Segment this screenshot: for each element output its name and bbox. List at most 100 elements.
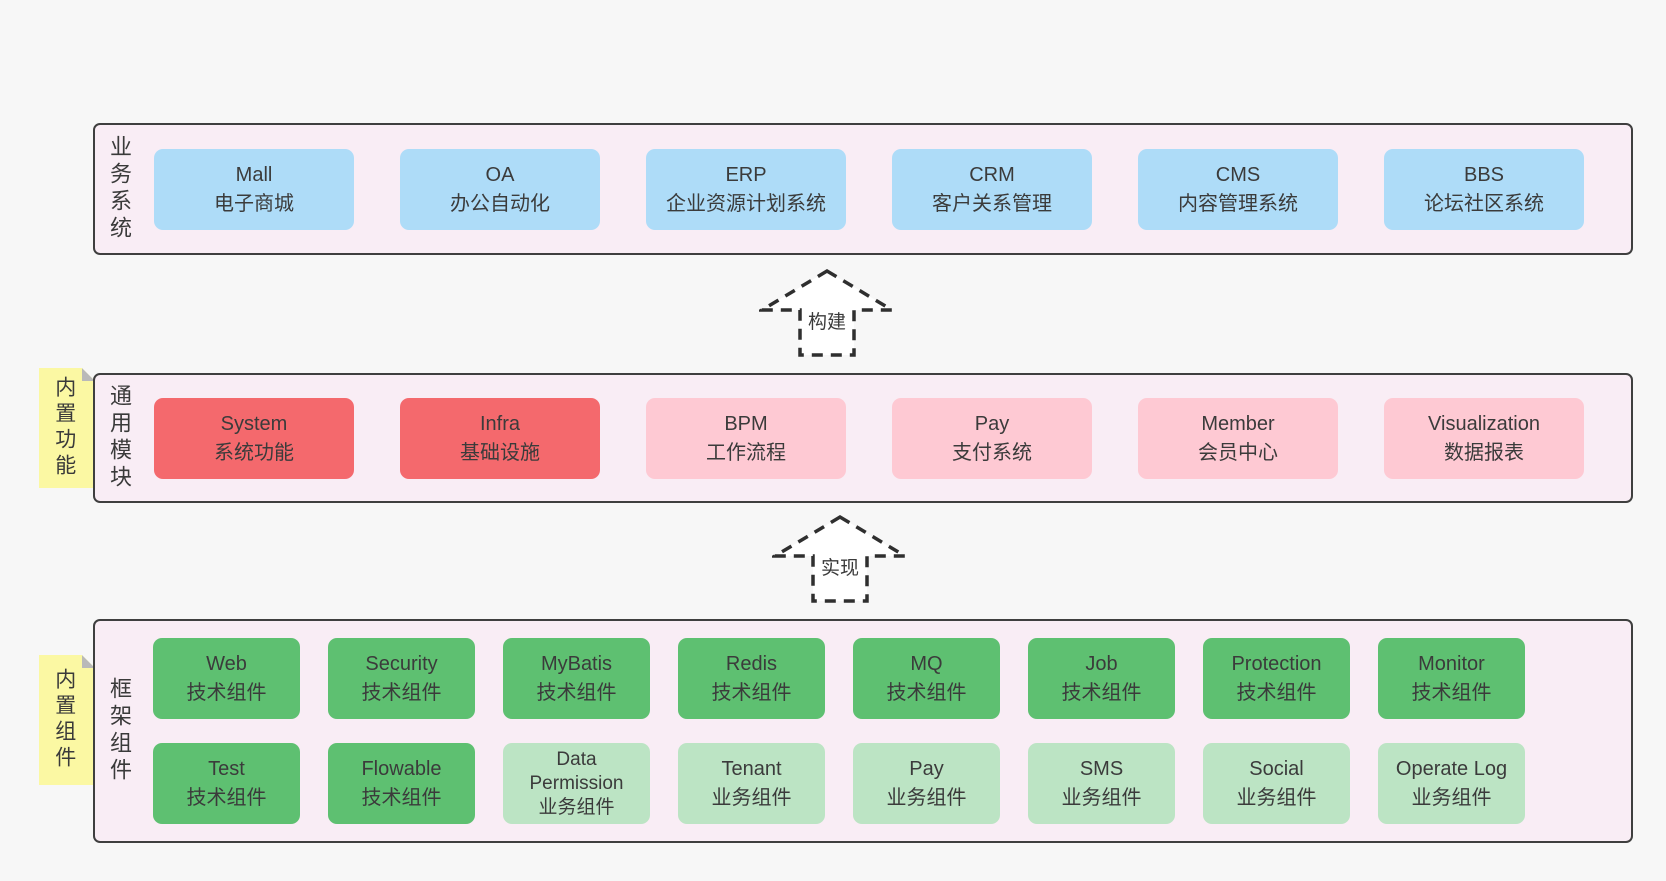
box-cn-label: 客户关系管理 xyxy=(932,192,1052,215)
box-cn-label: 技术组件 xyxy=(186,786,267,809)
box-en-label: MQ xyxy=(910,652,943,675)
module-box-oa: OA 办公自动化 xyxy=(400,149,600,230)
component-box-job: Job 技术组件 xyxy=(1028,638,1175,719)
box-cn-label: 业务组件 xyxy=(711,786,792,809)
build-arrow: 构建 xyxy=(759,267,895,359)
box-en-label: Web xyxy=(206,652,247,675)
module-box-infra: Infra 基础设施 xyxy=(400,398,600,479)
component-box-security: Security 技术组件 xyxy=(328,638,475,719)
box-en-label: OA xyxy=(485,163,515,186)
component-box-mybatis: MyBatis 技术组件 xyxy=(503,638,650,719)
box-cn-label: 业务组件 xyxy=(1061,786,1142,809)
box-cn-label: 技术组件 xyxy=(361,681,442,704)
box-cn-label: 系统功能 xyxy=(214,441,294,464)
box-en-label: Social xyxy=(1249,757,1304,780)
box-en-label: SMS xyxy=(1079,757,1124,780)
box-en-label: System xyxy=(220,412,288,435)
box-en-label: Infra xyxy=(479,412,521,435)
module-box-erp: ERP 企业资源计划系统 xyxy=(646,149,846,230)
box-en-label: Mall xyxy=(235,163,273,186)
box-cn-label: 业务组件 xyxy=(538,796,615,818)
box-en-label: Pay xyxy=(909,757,944,780)
tech-components-row: Web 技术组件 Security 技术组件 MyBatis 技术组件 Redi… xyxy=(153,638,1525,719)
section-label-modules: 通用模块 xyxy=(107,384,132,492)
box-cn-label: 电子商城 xyxy=(214,192,294,215)
box-en-label: Data Permission xyxy=(529,748,624,794)
box-cn-label: 办公自动化 xyxy=(450,192,550,215)
component-box-redis: Redis 技术组件 xyxy=(678,638,825,719)
box-en-label: CMS xyxy=(1215,163,1261,186)
section-common-modules: 通用模块 System 系统功能 Infra 基础设施 BPM 工作流程 Pay… xyxy=(93,373,1633,503)
box-en-label: BBS xyxy=(1463,163,1505,186)
module-box-bpm: BPM 工作流程 xyxy=(646,398,846,479)
box-cn-label: 工作流程 xyxy=(706,441,786,464)
box-en-label: Test xyxy=(208,757,245,780)
box-cn-label: 技术组件 xyxy=(536,681,617,704)
component-box-monitor: Monitor 技术组件 xyxy=(1378,638,1525,719)
module-box-bbs: BBS 论坛社区系统 xyxy=(1384,149,1584,230)
box-en-label: Protection xyxy=(1231,652,1322,675)
module-box-cms: CMS 内容管理系统 xyxy=(1138,149,1338,230)
section-label-business: 业务系统 xyxy=(107,135,132,243)
module-box-system: System 系统功能 xyxy=(154,398,354,479)
component-box-pay: Pay 业务组件 xyxy=(853,743,1000,824)
box-cn-label: 数据报表 xyxy=(1444,441,1524,464)
modules-box-row: System 系统功能 Infra 基础设施 BPM 工作流程 Pay 支付系统… xyxy=(154,398,1584,479)
box-en-label: Security xyxy=(365,652,438,675)
box-cn-label: 技术组件 xyxy=(886,681,967,704)
section-business-systems: 业务系统 Mall 电子商城 OA 办公自动化 ERP 企业资源计划系统 CRM… xyxy=(93,123,1633,255)
module-box-pay: Pay 支付系统 xyxy=(892,398,1092,479)
module-box-mall: Mall 电子商城 xyxy=(154,149,354,230)
box-en-label: Member xyxy=(1201,412,1275,435)
box-cn-label: 技术组件 xyxy=(1061,681,1142,704)
sticky-label-builtin-features: 内置功能 xyxy=(52,376,76,480)
box-cn-label: 业务组件 xyxy=(886,786,967,809)
component-box-operate-log: Operate Log 业务组件 xyxy=(1378,743,1525,824)
box-en-label: Pay xyxy=(974,412,1010,435)
component-box-test: Test 技术组件 xyxy=(153,743,300,824)
biz-components-row: Test 技术组件 Flowable 技术组件 Data Permission … xyxy=(153,743,1525,824)
component-box-data-permission: Data Permission 业务组件 xyxy=(503,743,650,824)
box-en-label: Visualization xyxy=(1428,412,1540,435)
box-cn-label: 业务组件 xyxy=(1411,786,1492,809)
module-box-visualization: Visualization 数据报表 xyxy=(1384,398,1584,479)
box-en-label: Job xyxy=(1085,652,1118,675)
implement-arrow-label: 实现 xyxy=(817,557,863,581)
box-en-label: Tenant xyxy=(721,757,782,780)
box-cn-label: 技术组件 xyxy=(361,786,442,809)
box-en-label: Monitor xyxy=(1418,652,1485,675)
box-cn-label: 技术组件 xyxy=(1411,681,1492,704)
sticky-note-builtin-features: 内置功能 xyxy=(39,368,95,488)
box-en-label: MyBatis xyxy=(540,652,613,675)
component-box-web: Web 技术组件 xyxy=(153,638,300,719)
box-en-label: ERP xyxy=(725,163,767,186)
component-box-social: Social 业务组件 xyxy=(1203,743,1350,824)
box-cn-label: 会员中心 xyxy=(1198,441,1278,464)
box-cn-label: 业务组件 xyxy=(1236,786,1317,809)
box-cn-label: 技术组件 xyxy=(186,681,267,704)
section-framework-components: 框架组件 Web 技术组件 Security 技术组件 MyBatis 技术组件… xyxy=(93,619,1633,843)
component-box-flowable: Flowable 技术组件 xyxy=(328,743,475,824)
box-en-label: CRM xyxy=(969,163,1015,186)
box-cn-label: 内容管理系统 xyxy=(1178,192,1298,215)
component-box-sms: SMS 业务组件 xyxy=(1028,743,1175,824)
box-cn-label: 技术组件 xyxy=(711,681,792,704)
implement-arrow: 实现 xyxy=(772,513,908,605)
component-box-tenant: Tenant 业务组件 xyxy=(678,743,825,824)
box-cn-label: 企业资源计划系统 xyxy=(666,192,826,215)
box-cn-label: 基础设施 xyxy=(460,441,540,464)
box-en-label: Flowable xyxy=(361,757,442,780)
box-cn-label: 支付系统 xyxy=(952,441,1032,464)
sticky-note-builtin-components: 内置组件 xyxy=(39,655,95,785)
box-en-label: Operate Log xyxy=(1395,757,1508,780)
business-box-row: Mall 电子商城 OA 办公自动化 ERP 企业资源计划系统 CRM 客户关系… xyxy=(154,149,1584,230)
component-box-protection: Protection 技术组件 xyxy=(1203,638,1350,719)
sticky-label-builtin-components: 内置组件 xyxy=(52,668,76,772)
build-arrow-label: 构建 xyxy=(804,311,850,335)
section-label-framework: 框架组件 xyxy=(107,677,132,785)
box-en-label: BPM xyxy=(724,412,768,435)
module-box-crm: CRM 客户关系管理 xyxy=(892,149,1092,230)
component-box-mq: MQ 技术组件 xyxy=(853,638,1000,719)
module-box-member: Member 会员中心 xyxy=(1138,398,1338,479)
box-cn-label: 论坛社区系统 xyxy=(1424,192,1544,215)
